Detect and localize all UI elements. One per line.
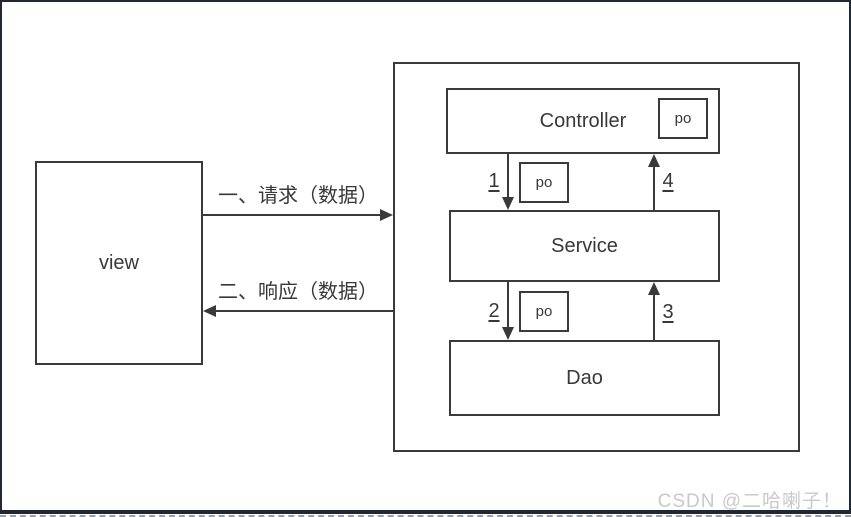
step-3-arrow-line xyxy=(653,294,655,340)
step-1-label: 1 xyxy=(488,170,500,192)
step-4-label: 4 xyxy=(662,170,674,192)
step-2-arrowhead-icon xyxy=(502,327,514,340)
view-node-label: view xyxy=(98,251,139,274)
step-3-label: 3 xyxy=(662,301,674,323)
po-badge-controller: po xyxy=(658,98,708,139)
service-node-label: Service xyxy=(551,234,618,257)
service-node: Service xyxy=(449,210,720,282)
step-1-arrow-line xyxy=(507,154,509,199)
response-arrowhead-icon xyxy=(203,305,216,317)
dao-node: Dao xyxy=(449,340,720,416)
view-node: view xyxy=(35,161,203,365)
po-badge-label: po xyxy=(535,303,553,320)
dao-node-label: Dao xyxy=(566,366,603,389)
step-1-arrowhead-icon xyxy=(502,197,514,210)
step-2-label: 2 xyxy=(488,300,500,322)
step-4-arrowhead-icon xyxy=(648,154,660,167)
controller-node-label: Controller xyxy=(539,109,627,132)
backend-container-box xyxy=(393,62,800,452)
csdn-watermark: CSDN @二哈喇子！ xyxy=(657,491,842,512)
bottom-dashed-line xyxy=(0,515,851,517)
response-arrow-line xyxy=(215,310,393,312)
response-arrow-label: 二、响应（数据） xyxy=(218,281,378,303)
request-arrow-label: 一、请求（数据） xyxy=(218,185,378,207)
step-4-arrow-line xyxy=(653,166,655,210)
request-arrowhead-icon xyxy=(380,209,393,221)
po-badge-label: po xyxy=(535,174,553,191)
po-badge-label: po xyxy=(674,110,692,127)
po-badge-step2: po xyxy=(519,291,569,332)
po-badge-step1: po xyxy=(519,162,569,203)
request-arrow-line xyxy=(203,214,381,216)
step-3-arrowhead-icon xyxy=(648,282,660,295)
step-2-arrow-line xyxy=(507,282,509,328)
